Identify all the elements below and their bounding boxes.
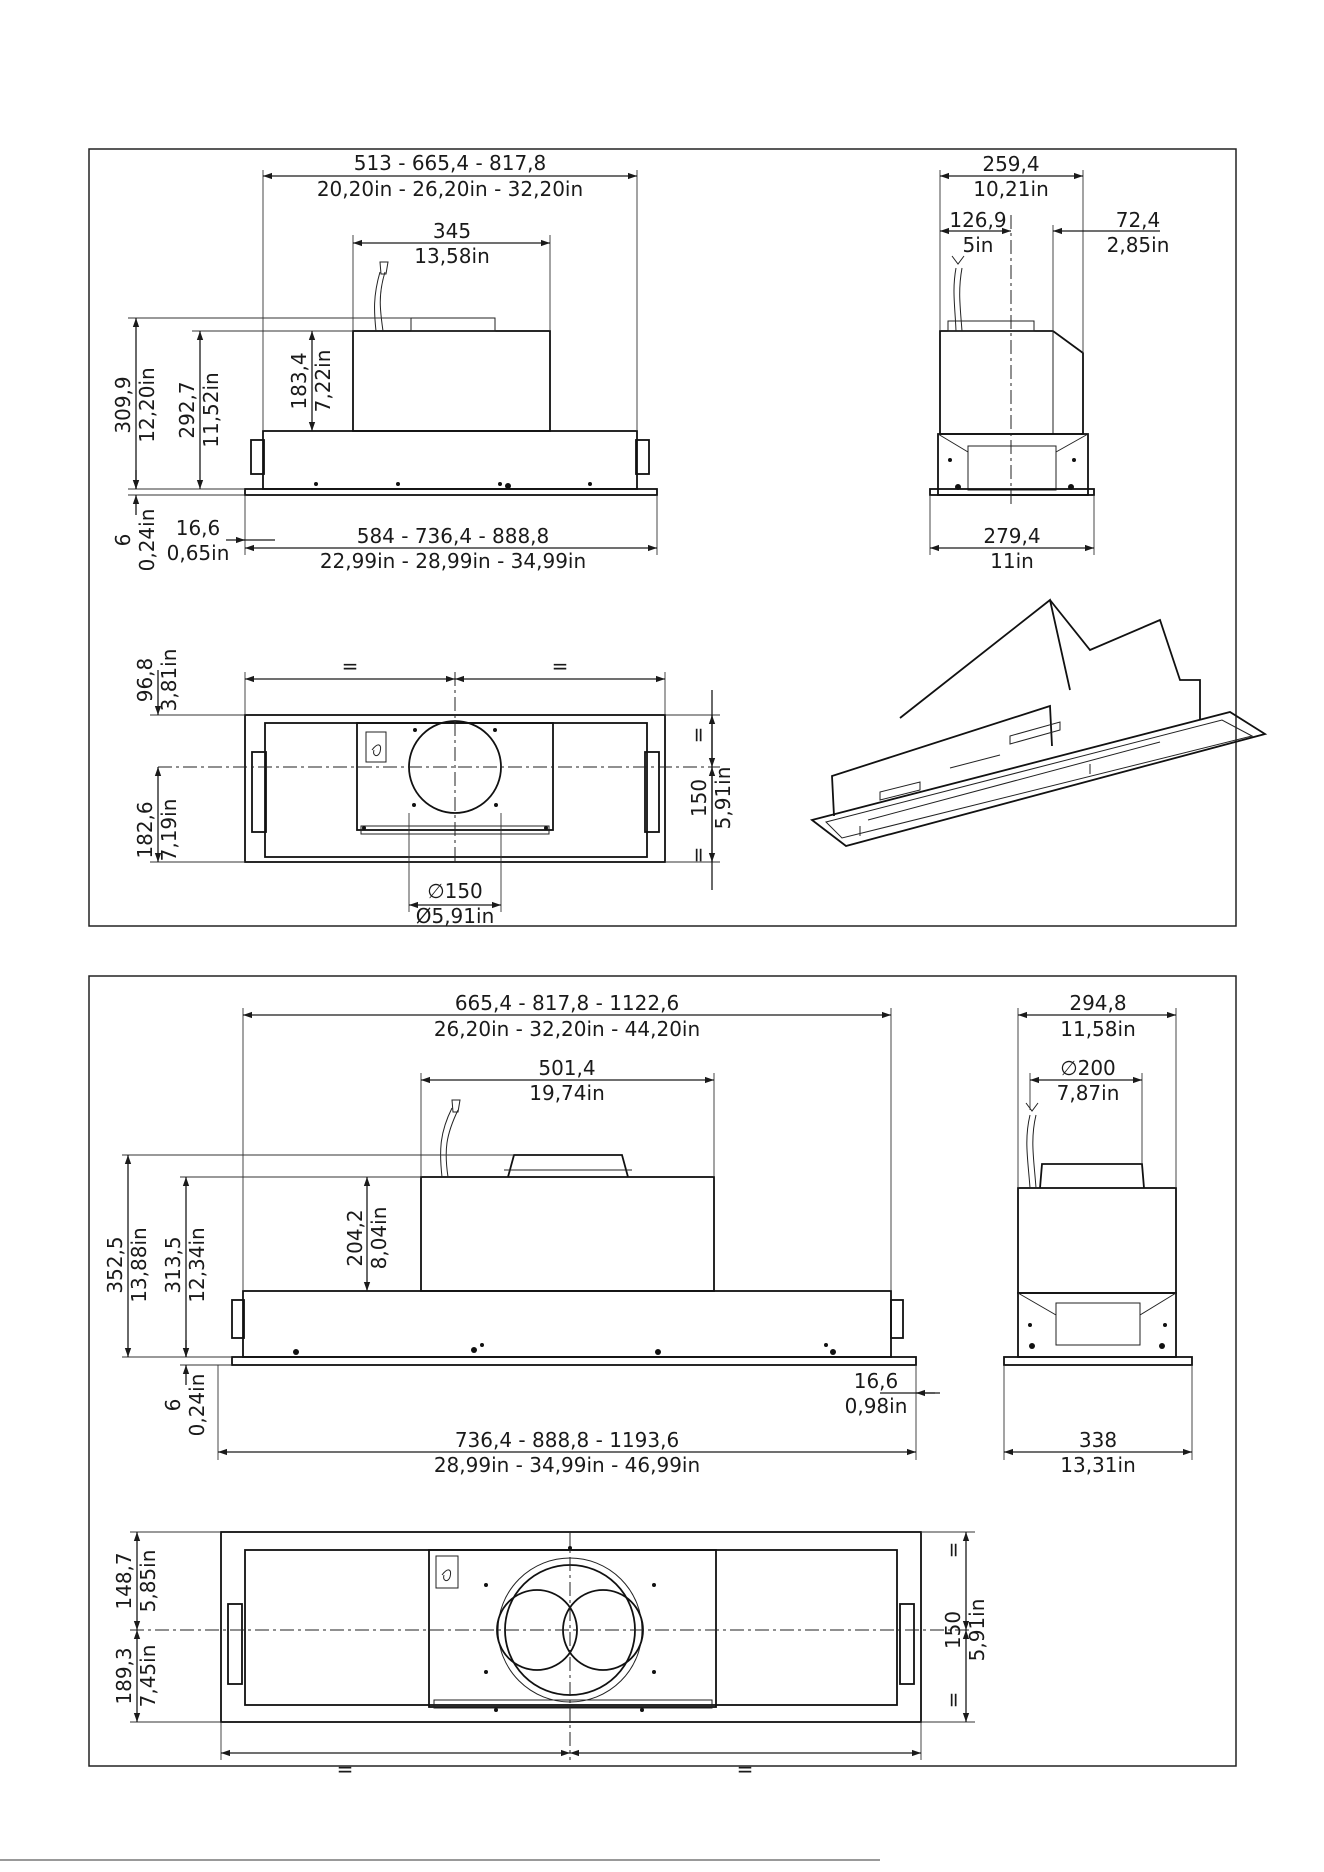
p2-plan-bot-mm: 189,3: [112, 1647, 136, 1704]
p2-plan-eq-left: =: [337, 1757, 354, 1781]
p1-plan-center-mm: 150: [687, 779, 711, 817]
p2-edge-in: 0,98in: [845, 1394, 908, 1418]
p2-side-width-in: 11,58in: [1060, 1017, 1136, 1041]
p2-bottom-mm: 736,4 - 888,8 - 1193,6: [455, 1428, 679, 1452]
p2-side-bottom-in: 13,31in: [1060, 1453, 1136, 1477]
p1-side-bottom-mm: 279,4: [983, 524, 1040, 548]
p1-side-duct-mm: 72,4: [1116, 208, 1161, 232]
p1-bottom-mm: 584 - 736,4 - 888,8: [357, 524, 550, 548]
p1-side-width-in: 10,21in: [973, 177, 1049, 201]
p2-height-total-mm: 352,5: [103, 1236, 127, 1293]
panel-1-side-labels: 259,4 10,21in 126,9 5in 72,4 2,85in 279,…: [949, 152, 1169, 573]
p1-width-in: 20,20in - 26,20in - 32,20in: [317, 177, 583, 201]
p1-plan-bot-mm: 182,6: [133, 801, 157, 858]
panel-1-side-view: [929, 170, 1160, 555]
panel-1-front-view: [128, 170, 658, 555]
p2-height-body-in: 12,34in: [185, 1227, 209, 1303]
p1-side-width-mm: 259,4: [982, 152, 1039, 176]
p1-side-duct-in: 2,85in: [1107, 233, 1170, 257]
p2-plan-eq-lower: =: [941, 1692, 965, 1709]
panel-2-plan-labels: 148,7 5,85in 189,3 7,45in = = 150 5,91in…: [112, 1542, 989, 1781]
p1-edge-mm: 16,6: [176, 516, 221, 540]
p1-flange-mm: 6: [111, 534, 135, 547]
p1-width-mm: 513 - 665,4 - 817,8: [354, 151, 547, 175]
p1-height-body-mm: 292,7: [175, 381, 199, 438]
p1-height-motor-mm: 183,4: [287, 352, 311, 409]
panel-2-plan-view: [130, 1531, 975, 1760]
p2-height-body-mm: 313,5: [161, 1236, 185, 1293]
p1-plan-eq-right: =: [552, 654, 569, 678]
p1-plan-center-in: 5,91in: [711, 767, 735, 830]
panel-1-frame: [88, 148, 1237, 927]
p1-side-bottom-in: 11in: [990, 549, 1034, 573]
p1-plan-top-in: 3,81in: [157, 649, 181, 712]
p1-motor-in: 13,58in: [414, 244, 490, 268]
panel-2-side-labels: 294,8 11,58in ∅200 7,87in 338 13,31in: [1057, 991, 1136, 1477]
p1-plan-dia-mm: ∅150: [427, 879, 483, 903]
p1-edge-in: 0,65in: [167, 541, 230, 565]
p2-height-total-in: 13,88in: [127, 1227, 151, 1303]
p2-motor-in: 19,74in: [529, 1081, 605, 1105]
p2-plan-top-in: 5,85in: [136, 1550, 160, 1613]
p2-plan-eq-upper: =: [941, 1542, 965, 1559]
p1-height-total-in: 12,20in: [135, 367, 159, 443]
p1-height-motor-in: 7,22in: [311, 350, 335, 413]
panel-1-front-labels: 513 - 665,4 - 817,8 20,20in - 26,20in - …: [111, 151, 586, 573]
p2-flange-mm: 6: [161, 1399, 185, 1412]
p2-plan-center-in: 5,91in: [965, 1599, 989, 1662]
p2-plan-eq-right: =: [737, 1757, 754, 1781]
panel-2-front-view: [122, 1008, 940, 1460]
p2-motor-mm: 501,4: [538, 1056, 595, 1080]
p2-flange-in: 0,24in: [185, 1374, 209, 1437]
p1-height-total-mm: 309,9: [111, 376, 135, 433]
p2-edge-mm: 16,6: [854, 1369, 899, 1393]
p2-plan-center-mm: 150: [941, 1611, 965, 1649]
p2-side-bottom-mm: 338: [1079, 1428, 1117, 1452]
p1-plan-eq-lower: =: [686, 847, 710, 864]
p2-plan-bot-in: 7,45in: [136, 1645, 160, 1708]
panel-1-plan-view: [150, 670, 720, 912]
p1-side-offset-in: 5in: [963, 233, 994, 257]
p2-width-mm: 665,4 - 817,8 - 1122,6: [455, 991, 679, 1015]
panel-2-frame: [88, 975, 1237, 1767]
panel-2-side-view: [1003, 1008, 1193, 1460]
p1-side-offset-mm: 126,9: [949, 208, 1006, 232]
p2-bottom-in: 28,99in - 34,99in - 46,99in: [434, 1453, 700, 1477]
p1-plan-eq-left: =: [342, 654, 359, 678]
p1-plan-bot-in: 7,19in: [157, 799, 181, 862]
panel-2-front-labels: 665,4 - 817,8 - 1122,6 26,20in - 32,20in…: [103, 991, 907, 1477]
p1-flange-in: 0,24in: [135, 509, 159, 572]
p2-side-dia-mm: ∅200: [1060, 1056, 1116, 1080]
p1-height-body-in: 11,52in: [199, 372, 223, 448]
p2-plan-top-mm: 148,7: [112, 1552, 136, 1609]
p2-height-motor-in: 8,04in: [367, 1207, 391, 1270]
p1-bottom-in: 22,99in - 28,99in - 34,99in: [320, 549, 586, 573]
p2-height-motor-mm: 204,2: [343, 1209, 367, 1266]
p1-plan-top-mm: 96,8: [133, 658, 157, 703]
panel-1-plan-labels: = = 96,8 3,81in 182,6 7,19in = = 150 5,9…: [133, 649, 735, 928]
p1-plan-dia-in: Ø5,91in: [416, 904, 495, 928]
panel-1-isometric-view: [809, 598, 1268, 847]
p1-motor-mm: 345: [433, 219, 471, 243]
p2-side-width-mm: 294,8: [1069, 991, 1126, 1015]
p2-side-dia-in: 7,87in: [1057, 1081, 1120, 1105]
p2-width-in: 26,20in - 32,20in - 44,20in: [434, 1017, 700, 1041]
p1-plan-eq-upper: =: [686, 727, 710, 744]
